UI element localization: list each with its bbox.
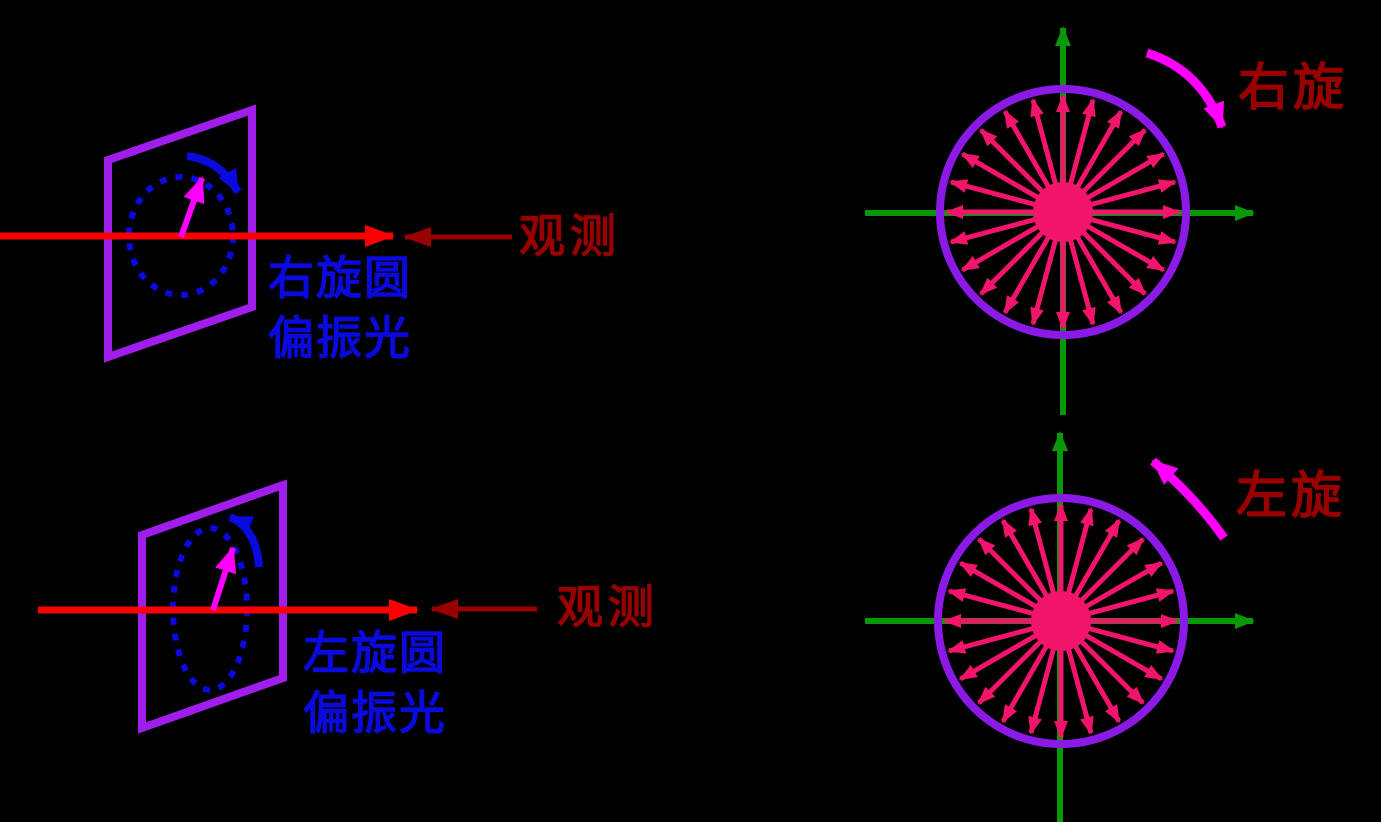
e-field-center-disc xyxy=(1031,591,1091,651)
polarization-label-top-line1: 右旋圆 xyxy=(268,253,412,304)
panel-left-rotation-view xyxy=(865,431,1255,822)
clockwise-rotation-arc xyxy=(1145,48,1227,129)
panel-right-circular-source xyxy=(0,104,512,363)
panel-right-rotation-view xyxy=(865,26,1255,415)
e-vector-arrow xyxy=(178,176,205,239)
polarizer-frame xyxy=(138,479,287,734)
polarization-ring xyxy=(934,494,1188,748)
rotation-label-bottom: 左旋 xyxy=(1236,469,1347,525)
counterclockwise-rotation-arrow xyxy=(228,513,263,568)
clockwise-rotation-arrow xyxy=(186,152,242,195)
polarizer-frame xyxy=(104,104,256,363)
observe-label-bottom: 观测 xyxy=(557,582,659,633)
e-vector-arrow xyxy=(210,546,237,611)
e-field-center-disc xyxy=(1033,182,1093,242)
polarization-label-bottom-line1: 左旋圆 xyxy=(303,628,447,679)
counterclockwise-rotation-arc xyxy=(1150,457,1228,541)
observe-label-top: 观测 xyxy=(519,211,621,262)
polarization-label-bottom-line2: 偏振光 xyxy=(303,688,447,739)
polarization-label-top: 右旋圆 偏振光 xyxy=(240,249,440,369)
rotation-label-top: 右旋 xyxy=(1238,61,1349,117)
polarization-label-top-line2: 偏振光 xyxy=(268,313,412,364)
polarization-ring xyxy=(936,85,1190,339)
polarization-label-bottom: 左旋圆 偏振光 xyxy=(275,624,475,744)
panel-left-circular-source xyxy=(38,479,537,734)
